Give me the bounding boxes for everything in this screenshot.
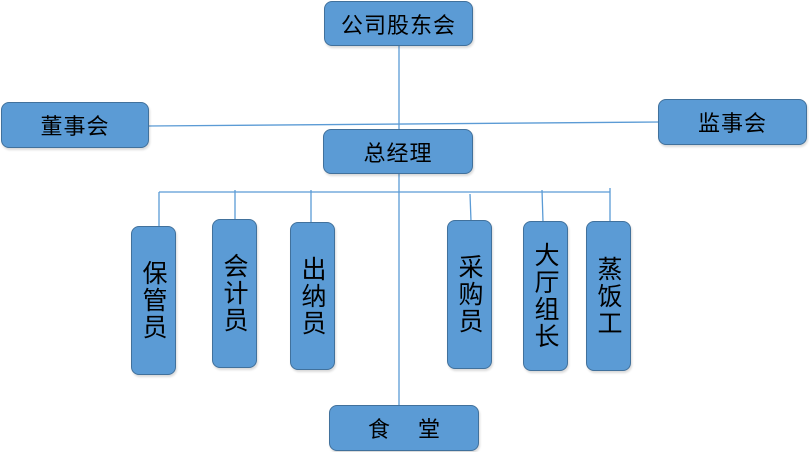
line-to-hall-leader bbox=[541, 189, 544, 223]
node-board: 董事会 bbox=[1, 102, 149, 148]
line-to-purchaser bbox=[469, 193, 472, 222]
line-board-to-supervisors bbox=[147, 121, 661, 127]
node-cook: 蒸饭工 bbox=[586, 221, 631, 371]
node-hall-leader: 大厅组长 bbox=[523, 221, 568, 371]
node-cashier: 出纳员 bbox=[290, 222, 335, 370]
node-general-manager: 总经理 bbox=[323, 129, 473, 174]
node-supervisors: 监事会 bbox=[658, 99, 807, 145]
node-accountant: 会计员 bbox=[212, 219, 257, 368]
node-storekeeper: 保管员 bbox=[131, 226, 176, 375]
node-shareholders: 公司股东会 bbox=[324, 1, 473, 46]
node-canteen: 食堂 bbox=[329, 405, 479, 451]
node-purchaser: 采购员 bbox=[447, 220, 492, 369]
